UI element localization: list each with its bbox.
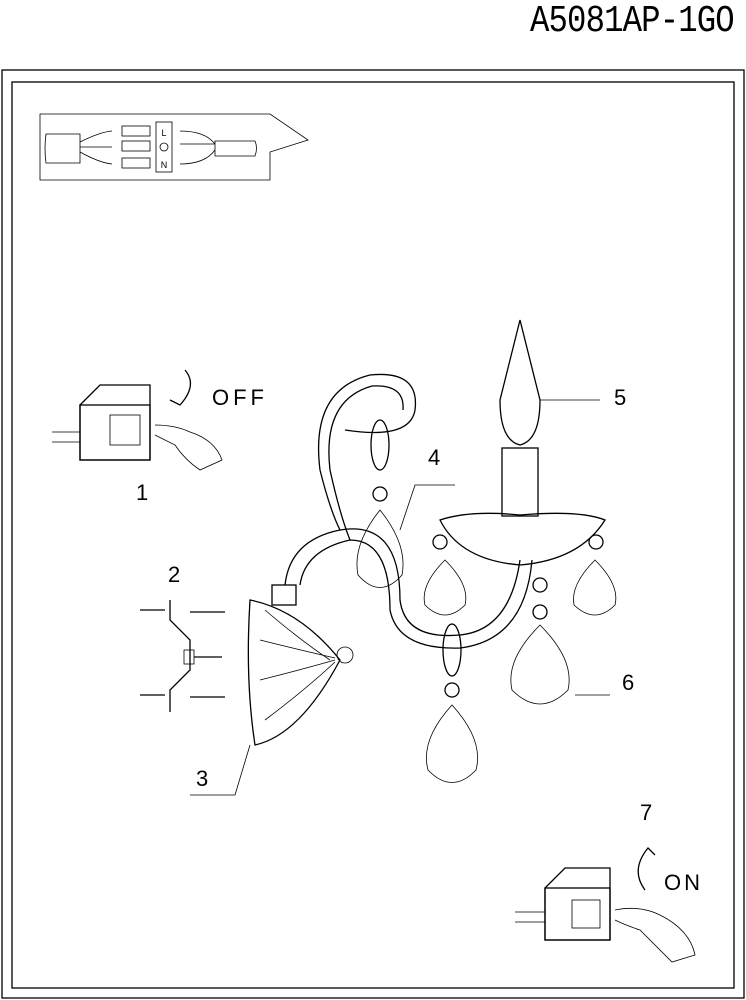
hand-icon [154,424,223,471]
step-label-6: 6 [622,670,634,695]
step-label-5: 5 [614,385,626,410]
switch-on-illustration: 7 ON [515,800,703,963]
ground-icon [159,142,169,152]
mounting-bracket [169,600,191,712]
arrow-icon [637,847,656,891]
step-label-1: 1 [136,480,148,505]
crystal-pendants [356,419,617,783]
step-label-4: 4 [428,445,440,470]
switch-off-illustration: OFF 1 [52,369,268,505]
switch-on-label: ON [664,870,703,895]
model-number-title: A5081AP-1GO [530,0,735,43]
outer-frame [1,69,745,999]
terminal-neutral-label: N [161,160,168,170]
terminal-live-label: L [161,128,166,138]
switch-off-label: OFF [212,385,268,410]
candle-bulb: 5 [499,319,626,517]
mounting-hardware: 2 [140,562,225,712]
step-label-2: 2 [168,562,180,587]
chandelier-arms [284,373,533,649]
hand-icon [614,907,696,963]
step-label-7: 7 [640,800,652,825]
step-label-3: 3 [196,766,208,791]
arrow-icon [169,369,192,406]
inner-frame [11,81,735,989]
wiring-diagram: L N [39,113,309,181]
wall-backplate: 3 [190,584,354,796]
crystal-bobeche [439,512,606,566]
